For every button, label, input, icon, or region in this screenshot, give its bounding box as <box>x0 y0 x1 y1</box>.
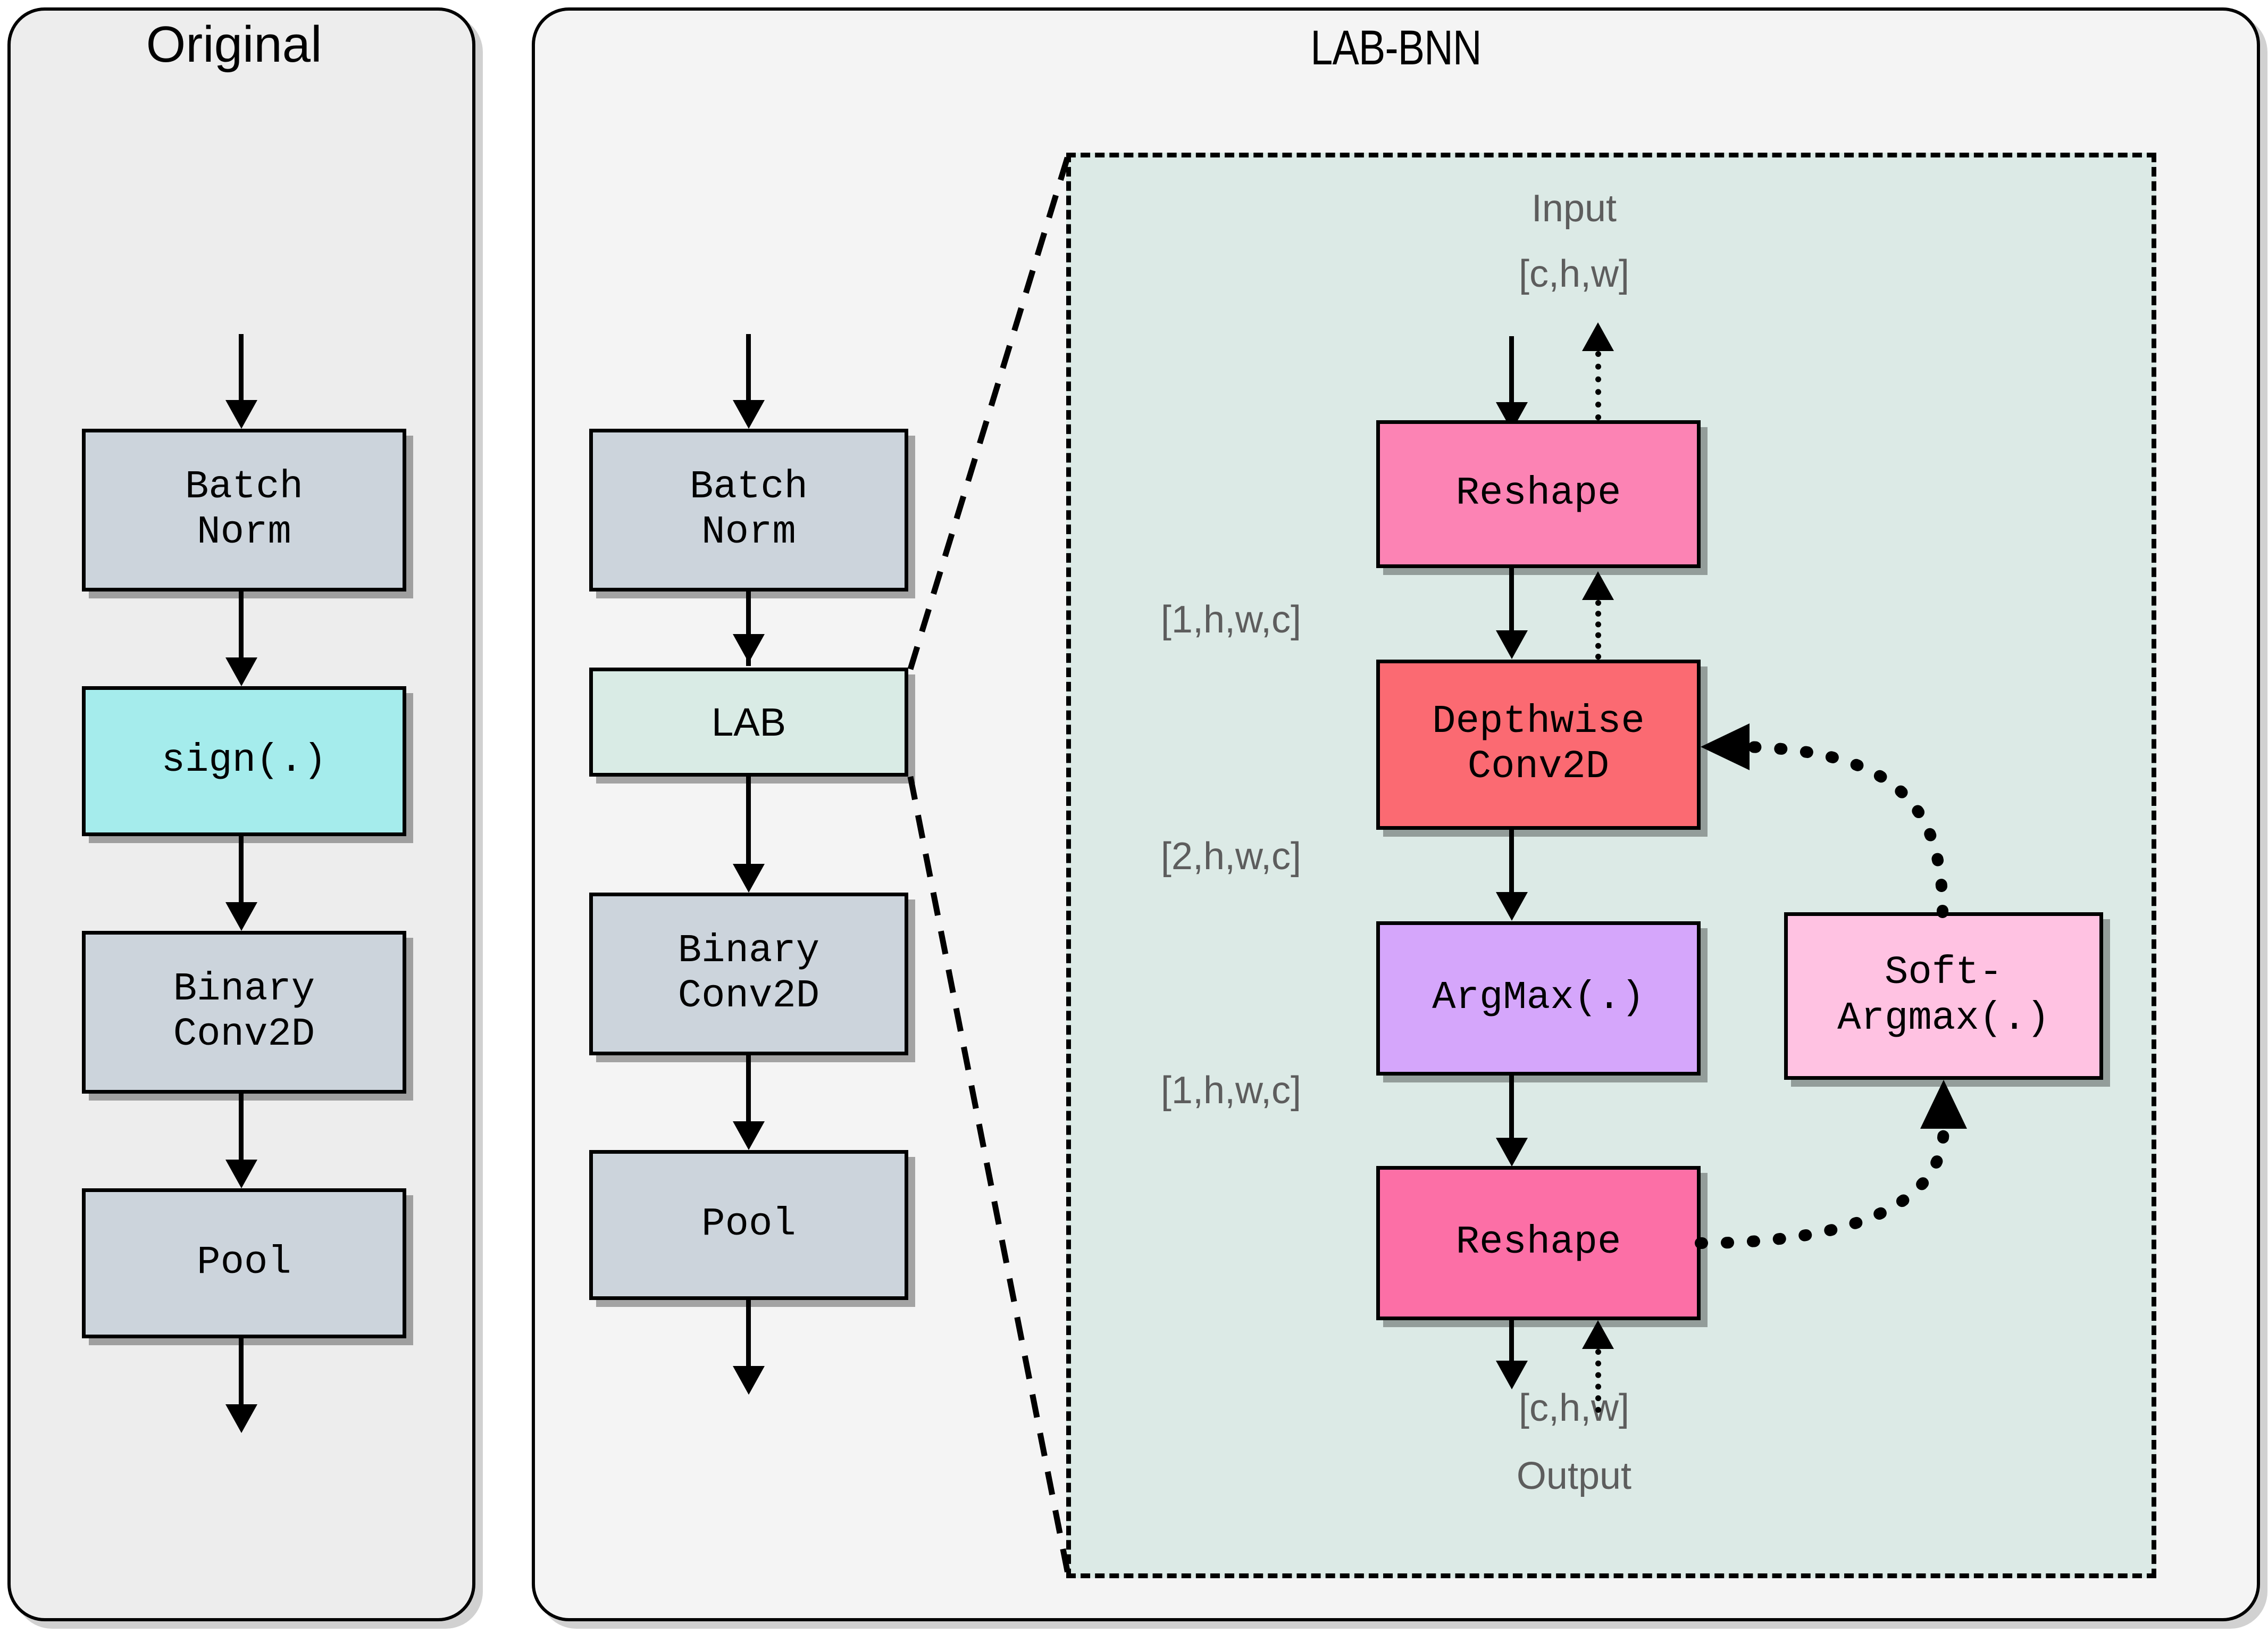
node-label-line: sign(.) <box>161 738 327 784</box>
arrow-original-input-line <box>239 334 244 409</box>
arrow-d-in-line <box>1509 336 1514 411</box>
arrow-l-0-1-head <box>733 634 765 663</box>
arrow-o-out-head <box>225 1404 257 1433</box>
label-input-shape: [c,h,w] <box>1518 253 1630 295</box>
arrow-o-out-line <box>239 1338 244 1413</box>
node-label-line: Pool <box>701 1202 796 1247</box>
node-detail-soft-argmax[interactable]: Soft-Argmax(.) <box>1784 912 2103 1080</box>
node-detail-argmax[interactable]: ArgMax(.) <box>1376 921 1701 1076</box>
arrow-d-2-3-line <box>1509 1076 1514 1144</box>
label-shape-1hwc-top: [1,h,w,c] <box>1160 598 1302 641</box>
arrow-l-0-1-line <box>746 591 751 666</box>
arrow-o-1-2-head <box>225 902 257 931</box>
panel-original-title: Original <box>146 16 322 73</box>
arrow-d-out-head <box>1496 1361 1528 1389</box>
node-label-line: ArgMax(.) <box>1432 976 1645 1021</box>
node-labbnn-pool[interactable]: Pool <box>589 1150 908 1300</box>
arrow-d-1-2-head <box>1496 892 1528 921</box>
node-original-pool[interactable]: Pool <box>82 1188 406 1338</box>
label-shape-1hwc-bottom: [1,h,w,c] <box>1160 1069 1302 1112</box>
node-label-line: Pool <box>197 1240 291 1286</box>
arrow-ste-reshape-to-input-head <box>1582 322 1614 351</box>
arrow-d-1-2-line <box>1509 830 1514 898</box>
arrow-ste-conv-to-reshape-head <box>1582 571 1614 600</box>
arrow-d-0-1-line <box>1509 568 1514 636</box>
arrow-ste-reshape-to-input-line <box>1595 351 1601 420</box>
arrow-d-0-1-head <box>1496 630 1528 659</box>
arrow-d-out-line <box>1509 1320 1514 1378</box>
arrow-o-2-3-line <box>239 1094 244 1168</box>
node-labbnn-lab[interactable]: LAB <box>589 668 908 777</box>
node-detail-reshape-bottom[interactable]: Reshape <box>1376 1166 1701 1320</box>
panel-lab-bnn-title: LAB-BNN <box>1310 21 1482 75</box>
arrow-l-1-2-line <box>746 777 751 872</box>
arrow-original-input-head <box>225 400 257 429</box>
node-original-sign[interactable]: sign(.) <box>82 686 406 836</box>
node-label-line: Soft-Argmax(.) <box>1837 951 2050 1041</box>
arrow-l-1-2-head <box>733 864 765 893</box>
arrow-o-2-3-head <box>225 1160 257 1188</box>
arrow-o-0-1-line <box>239 591 244 666</box>
label-output-shape: [c,h,w] <box>1518 1387 1630 1429</box>
label-output: Output <box>1516 1455 1632 1497</box>
node-label-line: Reshape <box>1455 471 1621 516</box>
node-detail-reshape-top[interactable]: Reshape <box>1376 420 1701 568</box>
arrow-ste-output-to-reshape-head <box>1582 1320 1614 1349</box>
arrow-l-2-3-head <box>733 1121 765 1150</box>
label-input: Input <box>1531 187 1617 230</box>
label-shape-2hwc: [2,h,w,c] <box>1160 835 1302 878</box>
node-label-line: LAB <box>712 699 786 744</box>
arrow-ste-conv-to-reshape-line <box>1595 600 1601 660</box>
arrow-l-out-head <box>733 1366 765 1395</box>
arrow-o-1-2-line <box>239 836 244 911</box>
node-label-line: Reshape <box>1455 1220 1621 1265</box>
arrow-lab-input-head <box>733 400 765 429</box>
arrow-l-2-3-line <box>746 1055 751 1130</box>
arrow-l-out-line <box>746 1300 751 1374</box>
arrow-ste-output-to-reshape-line <box>1595 1349 1601 1413</box>
arrow-o-0-1-head <box>225 657 257 686</box>
arrow-d-2-3-head <box>1496 1138 1528 1167</box>
arrow-lab-input-line <box>746 334 751 409</box>
